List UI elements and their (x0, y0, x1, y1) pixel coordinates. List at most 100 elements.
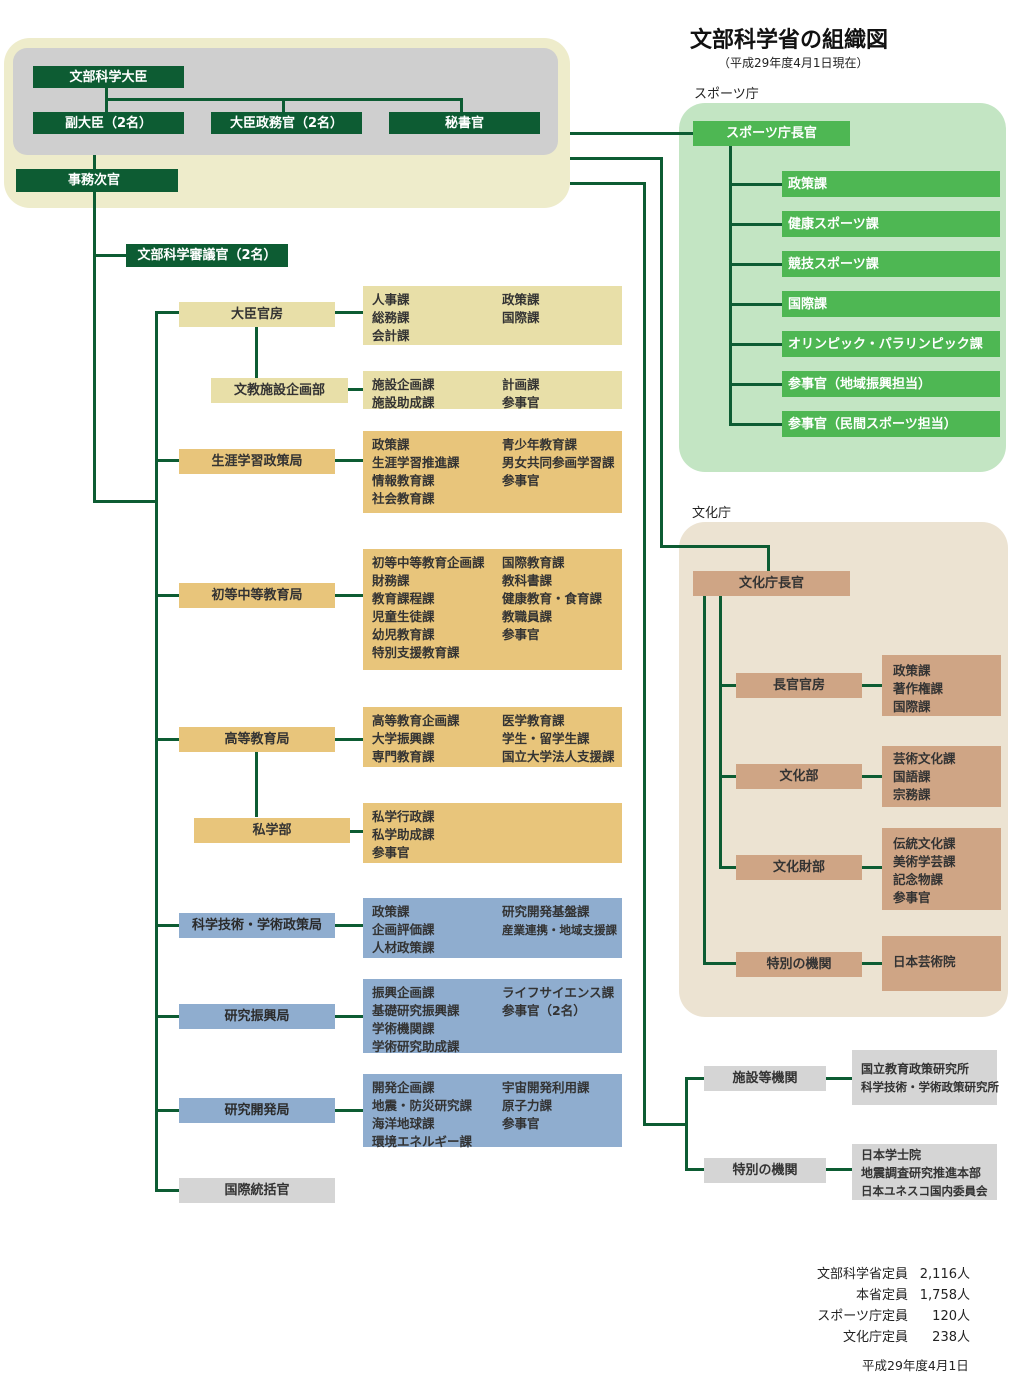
division-item: 私学助成課 (372, 827, 435, 842)
connector-line (335, 738, 363, 741)
vice-minister-box[interactable]: 副大臣（2名） (33, 112, 184, 134)
connector-line (703, 596, 706, 964)
deliberation-councilor-box[interactable]: 文部科学審議官（2名） (126, 244, 288, 267)
culture-commissioner-box[interactable]: 文化庁長官 (693, 571, 850, 596)
bureau-private-schools-dept[interactable]: 私学部 (194, 818, 350, 843)
division-item: 社会教育課 (372, 491, 435, 506)
connector-line (685, 1077, 704, 1080)
vice-minister-admin-box[interactable]: 事務次官 (16, 169, 178, 192)
connector-line (862, 684, 882, 687)
bureau-facilities-dept[interactable]: 文教施設企画部 (211, 378, 348, 403)
panel-left-column: 振興企画課基礎研究振興課学術機関課学術研究助成課 (372, 984, 460, 1056)
connector-line (155, 1109, 179, 1112)
division-item: 参事官 (502, 1116, 540, 1131)
division-item: 医学教育課 (502, 713, 565, 728)
bureau-higher-education[interactable]: 高等教育局 (179, 727, 335, 752)
sports-division-item[interactable]: 参事官（民間スポーツ担当） (782, 411, 1000, 437)
sports-division-item[interactable]: 競技スポーツ課 (782, 251, 1000, 277)
division-item: 幼児教育課 (372, 627, 435, 642)
panel-left-column: 政策課生涯学習推進課情報教育課社会教育課 (372, 436, 460, 508)
division-item: 研究開発基盤課 (502, 904, 590, 919)
connector-line (660, 157, 663, 548)
bureau-secretariat[interactable]: 大臣官房 (179, 302, 335, 327)
minister-box[interactable]: 文部科学大臣 (33, 66, 184, 88)
division-item: 特別支援教育課 (372, 645, 460, 660)
culture-dept-box[interactable]: 文化部 (736, 764, 862, 789)
connector-line (348, 388, 363, 391)
division-item: 参事官 (502, 627, 540, 642)
connector-line (155, 738, 179, 741)
bureau-international-director[interactable]: 国際統括官 (179, 1178, 335, 1203)
division-item: 参事官（2名） (502, 1003, 586, 1018)
connector-line (460, 98, 463, 114)
connector-line (729, 146, 732, 425)
connector-line (826, 1168, 852, 1171)
division-item: 国立大学法人支援課 (502, 749, 615, 764)
connector-line (729, 263, 782, 266)
special-organ-box[interactable]: 特別の機関 (704, 1158, 826, 1183)
sports-agency-region (679, 103, 1006, 472)
connector-line (155, 311, 158, 1191)
date-note: （平成29年度4月1日現在） (718, 56, 869, 70)
division-item: 人材政策課 (372, 940, 435, 955)
bureau-research-promotion[interactable]: 研究振興局 (179, 1004, 335, 1029)
staffing-date: 平成29年度4月1日 (862, 1358, 969, 1373)
division-item: 学術機関課 (372, 1021, 435, 1036)
staffing-value: 120人 (932, 1309, 970, 1324)
division-item: 国際課 (893, 699, 931, 714)
sports-division-item[interactable]: オリンピック・パラリンピック課 (782, 331, 1000, 357)
culture-special-organ-box[interactable]: 特別の機関 (736, 952, 862, 977)
bureau-elementary-secondary[interactable]: 初等中等教育局 (179, 583, 335, 608)
division-item: 専門教育課 (372, 749, 435, 764)
bureau-research-development[interactable]: 研究開発局 (179, 1098, 335, 1123)
facilities-organ-box[interactable]: 施設等機関 (704, 1066, 826, 1091)
connector-line (719, 775, 736, 778)
panel-right-column: ライフサイエンス課参事官（2名） (502, 984, 614, 1020)
connector-line (570, 182, 646, 185)
parliamentary-vice-minister-box[interactable]: 大臣政務官（2名） (211, 112, 362, 134)
secretary-box[interactable]: 秘書官 (389, 112, 540, 134)
division-item: 教育課程課 (372, 591, 435, 606)
division-item: 産業連携・地域支援課 (502, 923, 617, 937)
division-item: 政策課 (372, 437, 410, 452)
division-item: 美術学芸課 (893, 854, 956, 869)
panel-left-column: 初等中等教育企画課財務課教育課程課児童生徒課幼児教育課特別支援教育課 (372, 554, 485, 662)
page-title: 文部科学省の組織図 (690, 28, 889, 53)
division-item: 青少年教育課 (502, 437, 578, 452)
cultural-properties-dept-box[interactable]: 文化財部 (736, 855, 862, 880)
panel-facilities-dept: 施設企画課施設助成課 計画課参事官 (363, 371, 622, 410)
panel-left-column: 人事課総務課会計課 (372, 291, 410, 345)
connector-line (93, 254, 126, 257)
panel-culture-secretariat: 政策課著作権課国際課 (882, 655, 1001, 716)
division-item: 記念物課 (893, 872, 944, 887)
panel-right-column: 青少年教育課男女共同参画学習課参事官 (502, 436, 615, 490)
panel-cultural-properties-dept: 伝統文化課美術学芸課記念物課参事官 (882, 828, 1001, 910)
division-item: 芸術文化課 (893, 751, 956, 766)
division-item: 大学振興課 (372, 731, 435, 746)
connector-line (105, 88, 108, 114)
sports-division-item[interactable]: 政策課 (782, 171, 1000, 197)
division-item: 人事課 (372, 292, 410, 307)
sports-division-item[interactable]: 参事官（地域振興担当） (782, 371, 1000, 397)
bureau-lifelong-learning[interactable]: 生涯学習政策局 (179, 449, 335, 474)
connector-line (570, 132, 693, 135)
connector-line (643, 182, 646, 1126)
culture-secretariat-box[interactable]: 長官官房 (736, 673, 862, 698)
connector-line (335, 1015, 363, 1018)
division-item: 参事官 (502, 395, 540, 410)
sports-division-item[interactable]: 健康スポーツ課 (782, 211, 1000, 237)
division-item: 環境エネルギー課 (372, 1134, 473, 1149)
sports-division-item[interactable]: 国際課 (782, 291, 1000, 317)
division-item: 振興企画課 (372, 985, 435, 1000)
panel-left-column: 政策課企画評価課人材政策課 (372, 903, 435, 957)
division-item: 海洋地球課 (372, 1116, 435, 1131)
connector-line (719, 596, 722, 869)
connector-line (729, 223, 782, 226)
division-item: 宗務課 (893, 787, 931, 802)
bureau-science-policy[interactable]: 科学技術・学術政策局 (179, 913, 335, 938)
division-item: 私学行政課 (372, 809, 435, 824)
sports-commissioner-box[interactable]: スポーツ庁長官 (693, 121, 850, 146)
